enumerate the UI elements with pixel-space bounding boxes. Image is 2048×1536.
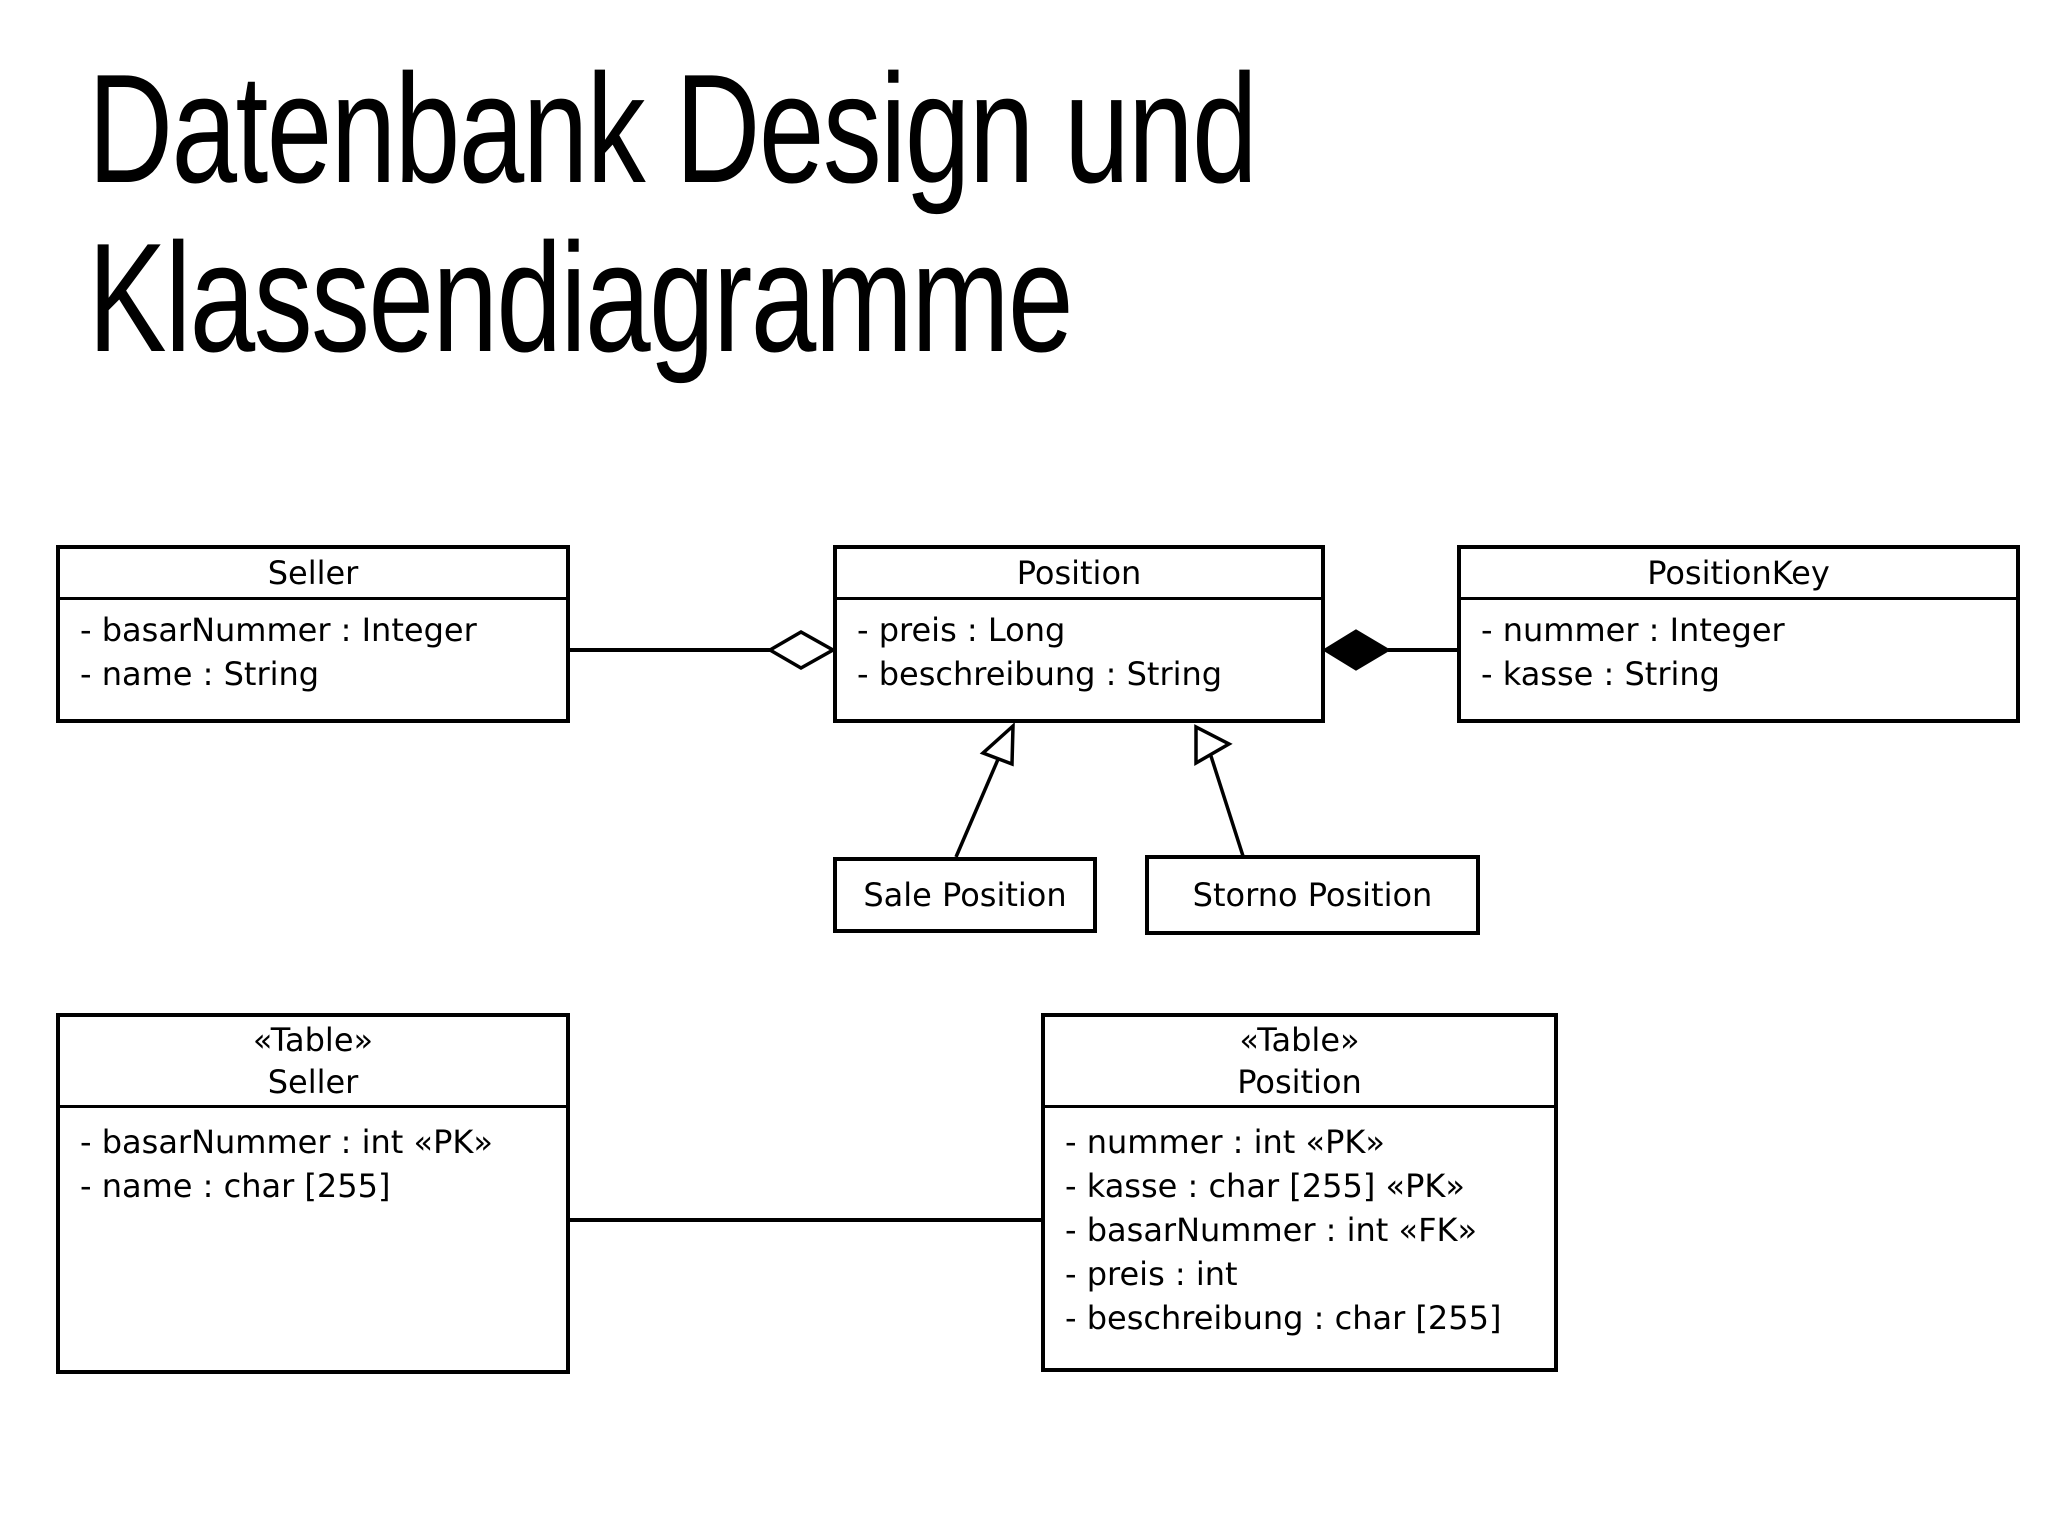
table-column: - kasse : char [255] «PK»: [1065, 1167, 1465, 1205]
class-name-storno-position: Storno Position: [1192, 876, 1433, 914]
class-box-seller: Seller - basarNummer : Integer - name : …: [56, 545, 570, 723]
generalization-triangle-sale-icon: [979, 721, 1015, 767]
attribute: - preis : Long: [857, 611, 1066, 649]
attribute: - nummer : Integer: [1481, 611, 1785, 649]
table-header-position: «Table» Position: [1045, 1017, 1554, 1108]
table-columns-seller: - basarNummer : int «PK» - name : char […: [60, 1108, 566, 1208]
page-title: Datenbank Design und Klassendiagramme: [88, 42, 1258, 384]
class-attributes-position: - preis : Long - beschreibung : String: [837, 600, 1321, 696]
table-header-seller: «Table» Seller: [60, 1017, 566, 1108]
class-name-positionkey: PositionKey: [1461, 549, 2016, 600]
generalization-line-storno: [1208, 752, 1245, 857]
generalization-line-sale: [954, 756, 1001, 858]
class-attributes-seller: - basarNummer : Integer - name : String: [60, 600, 566, 696]
title-line-2: Klassendiagramme: [88, 211, 1074, 384]
class-box-storno-position: Storno Position: [1145, 855, 1480, 935]
table-column: - preis : int: [1065, 1255, 1238, 1293]
attribute: - name : String: [80, 655, 320, 693]
attribute: - kasse : String: [1481, 655, 1720, 693]
table-column: - basarNummer : int «PK»: [80, 1123, 493, 1161]
table-column: - basarNummer : int «FK»: [1065, 1211, 1478, 1249]
title-line-1: Datenbank Design und: [88, 42, 1258, 215]
class-name-seller: Seller: [60, 549, 566, 600]
attribute: - basarNummer : Integer: [80, 611, 477, 649]
table-box-position: «Table» Position - nummer : int «PK» - k…: [1041, 1013, 1558, 1372]
class-box-sale-position: Sale Position: [833, 857, 1097, 933]
table-column: - nummer : int «PK»: [1065, 1123, 1385, 1161]
aggregation-open-diamond-icon: [766, 629, 837, 671]
class-attributes-positionkey: - nummer : Integer - kasse : String: [1461, 600, 2016, 696]
table-stereotype: «Table»: [252, 1021, 374, 1059]
table-column: - beschreibung : char [255]: [1065, 1299, 1502, 1337]
class-box-position: Position - preis : Long - beschreibung :…: [833, 545, 1325, 723]
composition-filled-diamond-icon: [1322, 629, 1391, 671]
table-stereotype: «Table»: [1239, 1021, 1360, 1059]
table-name-seller: Seller: [267, 1063, 359, 1101]
class-name-position: Position: [837, 549, 1321, 600]
class-name-sale-position: Sale Position: [863, 876, 1067, 914]
table-column: - name : char [255]: [80, 1167, 391, 1205]
table-name-position: Position: [1237, 1063, 1362, 1101]
table-columns-position: - nummer : int «PK» - kasse : char [255]…: [1045, 1108, 1554, 1340]
class-box-positionkey: PositionKey - nummer : Integer - kasse :…: [1457, 545, 2020, 723]
attribute: - beschreibung : String: [857, 655, 1223, 693]
generalization-triangle-storno-icon: [1194, 724, 1233, 767]
table-box-seller: «Table» Seller - basarNummer : int «PK» …: [56, 1013, 570, 1374]
